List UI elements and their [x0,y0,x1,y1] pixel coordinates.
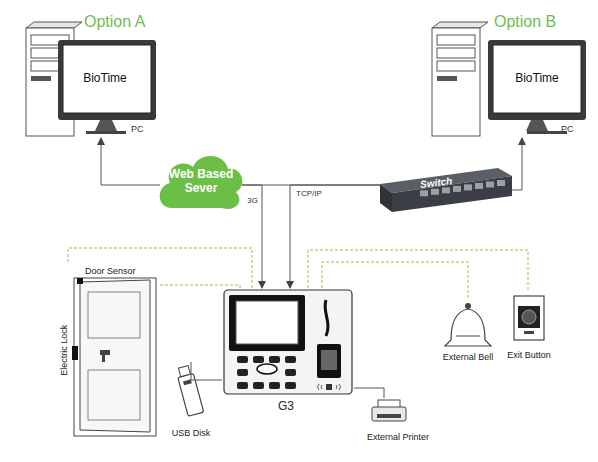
edge-label: TCP/IP [295,190,323,199]
network-line [290,185,380,288]
device-node: G3 [222,288,354,416]
port [464,184,472,190]
key [269,356,280,363]
switch-illustration [380,168,512,212]
bell-illustration [445,303,491,346]
part-label: USB Disk [166,428,216,438]
exit-node: Exit Button [500,292,560,364]
network-line [512,138,522,190]
door-node: Door SensorElectric Lock [56,262,160,438]
network-line [191,362,222,380]
part-label: External Printer [352,432,444,442]
pc-illustration [26,22,156,136]
edge-label: 3G [246,197,259,206]
key [237,369,248,376]
device-label: G3 [268,400,304,414]
switch-node: Switch [380,166,512,214]
part-label: Exit Button [500,350,558,360]
pc-illustration [432,22,586,136]
pc-node: Option A BioTimePC [20,10,162,138]
key [269,382,280,389]
bell-node: External Bell [436,300,502,368]
screen-label: BioTime [502,72,572,86]
exit-button-illustration [514,296,544,340]
key [285,356,296,363]
port [475,183,483,189]
part-label: External Bell [436,352,500,362]
part-label: Electric Lock [59,318,69,382]
pc-node: Option B BioTimePC [428,10,588,138]
cloud-shape [160,156,243,209]
network-line [354,388,384,398]
key [253,382,264,389]
wiring-line [160,285,240,288]
device-label: PC [561,124,581,134]
usb-illustration [176,365,204,416]
part-label: Door Sensor [85,266,151,276]
port [420,190,428,196]
wiring-line [68,248,252,288]
usb-node: USB Disk [166,362,218,444]
key [285,382,296,389]
key [237,382,248,389]
wiring-line [308,250,528,292]
key [285,369,296,376]
door-illustration [72,278,156,436]
switch-label: Switch [419,173,470,191]
option-heading: Option A [84,13,160,31]
device-label: PC [131,124,151,134]
printer-illustration [372,400,406,421]
network-line [101,138,160,185]
port [442,187,450,193]
port [431,189,439,195]
port [486,181,494,187]
port [453,186,461,192]
screen-label: BioTime [70,72,140,86]
cloud-node: Web Based Sever [160,155,242,213]
wiring-line [322,262,468,300]
key [253,356,264,363]
g3-device [224,290,352,394]
port [497,180,505,186]
key [237,356,248,363]
printer-node: External Printer [352,398,446,450]
option-heading: Option B [494,13,570,31]
cloud-label: Web Based Sever [164,168,238,196]
